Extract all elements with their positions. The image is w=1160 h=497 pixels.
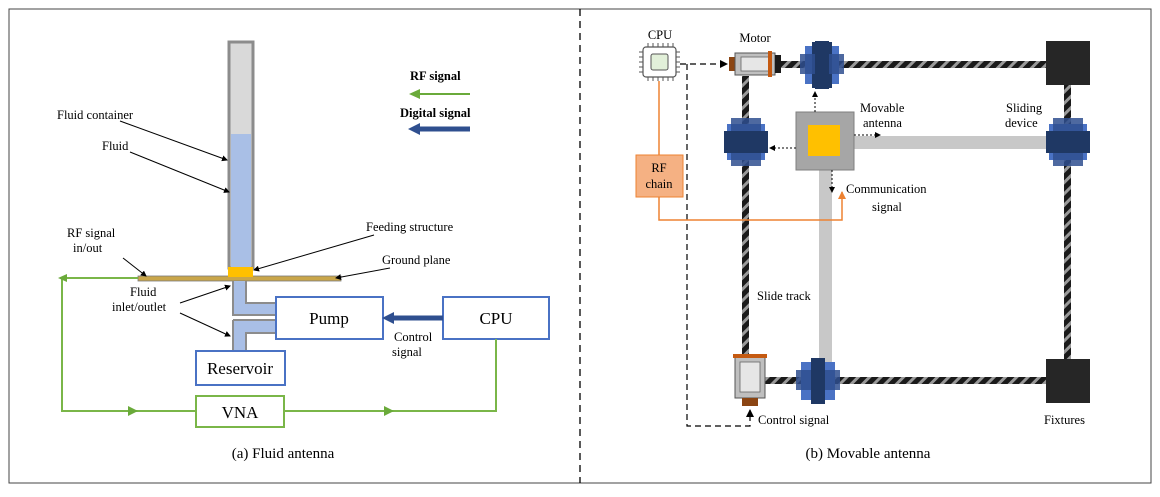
cpu-to-bottom-motor-control <box>686 64 754 427</box>
rf-loop-left <box>61 277 196 412</box>
top-rope-track <box>773 61 1069 68</box>
fluid-antenna-panel: RF signal Digital signal Pump CPU Reserv… <box>57 40 550 462</box>
legend-digital-label: Digital signal <box>400 106 471 120</box>
feeding-structure <box>228 267 253 277</box>
label-cpu: CPU <box>648 28 672 42</box>
right-rope-track <box>1064 84 1071 360</box>
arrow-fluid <box>129 151 230 193</box>
label-comm-line1: Communication <box>846 182 927 196</box>
label-control-signal: Control signal <box>758 413 830 427</box>
control-signal-line2: signal <box>392 345 422 359</box>
label-ground-plane: Ground plane <box>382 253 451 267</box>
legend-rf-label: RF signal <box>410 69 461 83</box>
vertical-slide-rail <box>819 148 832 381</box>
arrow-feeding-structure <box>253 234 375 272</box>
label-fluid-inlet-line1: Fluid <box>130 285 157 299</box>
movable-antenna-element <box>808 125 840 156</box>
slider-bottom <box>796 358 840 404</box>
rf-arrowhead-to-vna <box>128 406 138 416</box>
horizontal-slide-rail <box>820 136 1076 149</box>
fixture-top-right <box>1046 41 1090 85</box>
bottom-rope-track <box>763 377 1069 384</box>
label-sliding-line2: device <box>1005 116 1038 130</box>
rf-arrowhead-to-cpu <box>384 406 394 416</box>
pipe-to-reservoir-outline <box>232 319 276 351</box>
label-rf-chain-line1: RF <box>651 161 666 175</box>
label-movable-line2: antenna <box>863 116 902 130</box>
motor-bottom-icon <box>733 354 767 406</box>
label-fluid: Fluid <box>102 139 129 153</box>
pipe-fluid-2 <box>234 304 276 314</box>
pump-box <box>275 296 384 340</box>
label-rf-signal-line1: RF signal <box>67 226 116 240</box>
arrow-fluid-container <box>119 120 228 162</box>
label-fluid-inlet-line2: inlet/outlet <box>112 300 167 314</box>
slider-top <box>800 41 844 89</box>
label-slide-track: Slide track <box>757 289 812 303</box>
cpu-chip-icon <box>639 43 680 81</box>
label-fluid-container: Fluid container <box>57 108 134 122</box>
left-rope-track <box>742 76 749 356</box>
rf-chain-box <box>635 154 684 198</box>
legend-rf-arrowhead <box>409 89 420 99</box>
fluid-column <box>231 134 251 268</box>
label-movable-line1: Movable <box>860 101 905 115</box>
motor-top-icon <box>729 51 781 77</box>
reservoir-label: Reservoir <box>207 359 273 378</box>
pump-label: Pump <box>309 309 349 328</box>
label-sliding-line1: Sliding <box>1006 101 1043 115</box>
cpu-label: CPU <box>479 309 512 328</box>
fixture-bottom-right <box>1046 359 1090 403</box>
caption-movable-antenna: (b) Movable antenna <box>806 446 931 462</box>
arrow-rf-signal <box>122 257 147 277</box>
label-comm-line2: signal <box>872 200 902 214</box>
arrow-fluid-inlet-2 <box>179 312 231 337</box>
movable-antenna-panel: CPU Motor RF chain Movable antenna Sli <box>635 28 1090 462</box>
pipe-fluid-4 <box>234 321 245 351</box>
label-motor: Motor <box>739 31 771 45</box>
caption-fluid-antenna: (a) Fluid antenna <box>232 446 335 462</box>
label-fixtures: Fixtures <box>1044 413 1085 427</box>
slider-left <box>724 118 768 166</box>
arrow-fluid-inlet-1 <box>179 284 231 304</box>
legend-digital-arrowhead <box>408 123 420 135</box>
vna-box <box>195 395 285 428</box>
label-rf-chain-line2: chain <box>645 177 673 191</box>
label-feeding-structure: Feeding structure <box>366 220 454 234</box>
vna-label: VNA <box>222 403 260 422</box>
rf-chain-to-antenna-line <box>658 191 846 221</box>
pipe-to-pump-outline <box>232 281 276 316</box>
cpu-to-pump-arrowhead <box>382 312 394 324</box>
label-rf-signal-line2: in/out <box>73 241 103 255</box>
pipe-fluid-1 <box>234 281 245 309</box>
pipe-fluid-3 <box>234 321 276 332</box>
slider-right <box>1046 118 1090 166</box>
rf-arrowhead-top <box>58 274 67 282</box>
rf-loop-right <box>284 339 497 412</box>
arrow-ground-plane <box>335 267 391 281</box>
reservoir-box <box>195 350 286 386</box>
control-signal-line1: Control <box>394 330 433 344</box>
